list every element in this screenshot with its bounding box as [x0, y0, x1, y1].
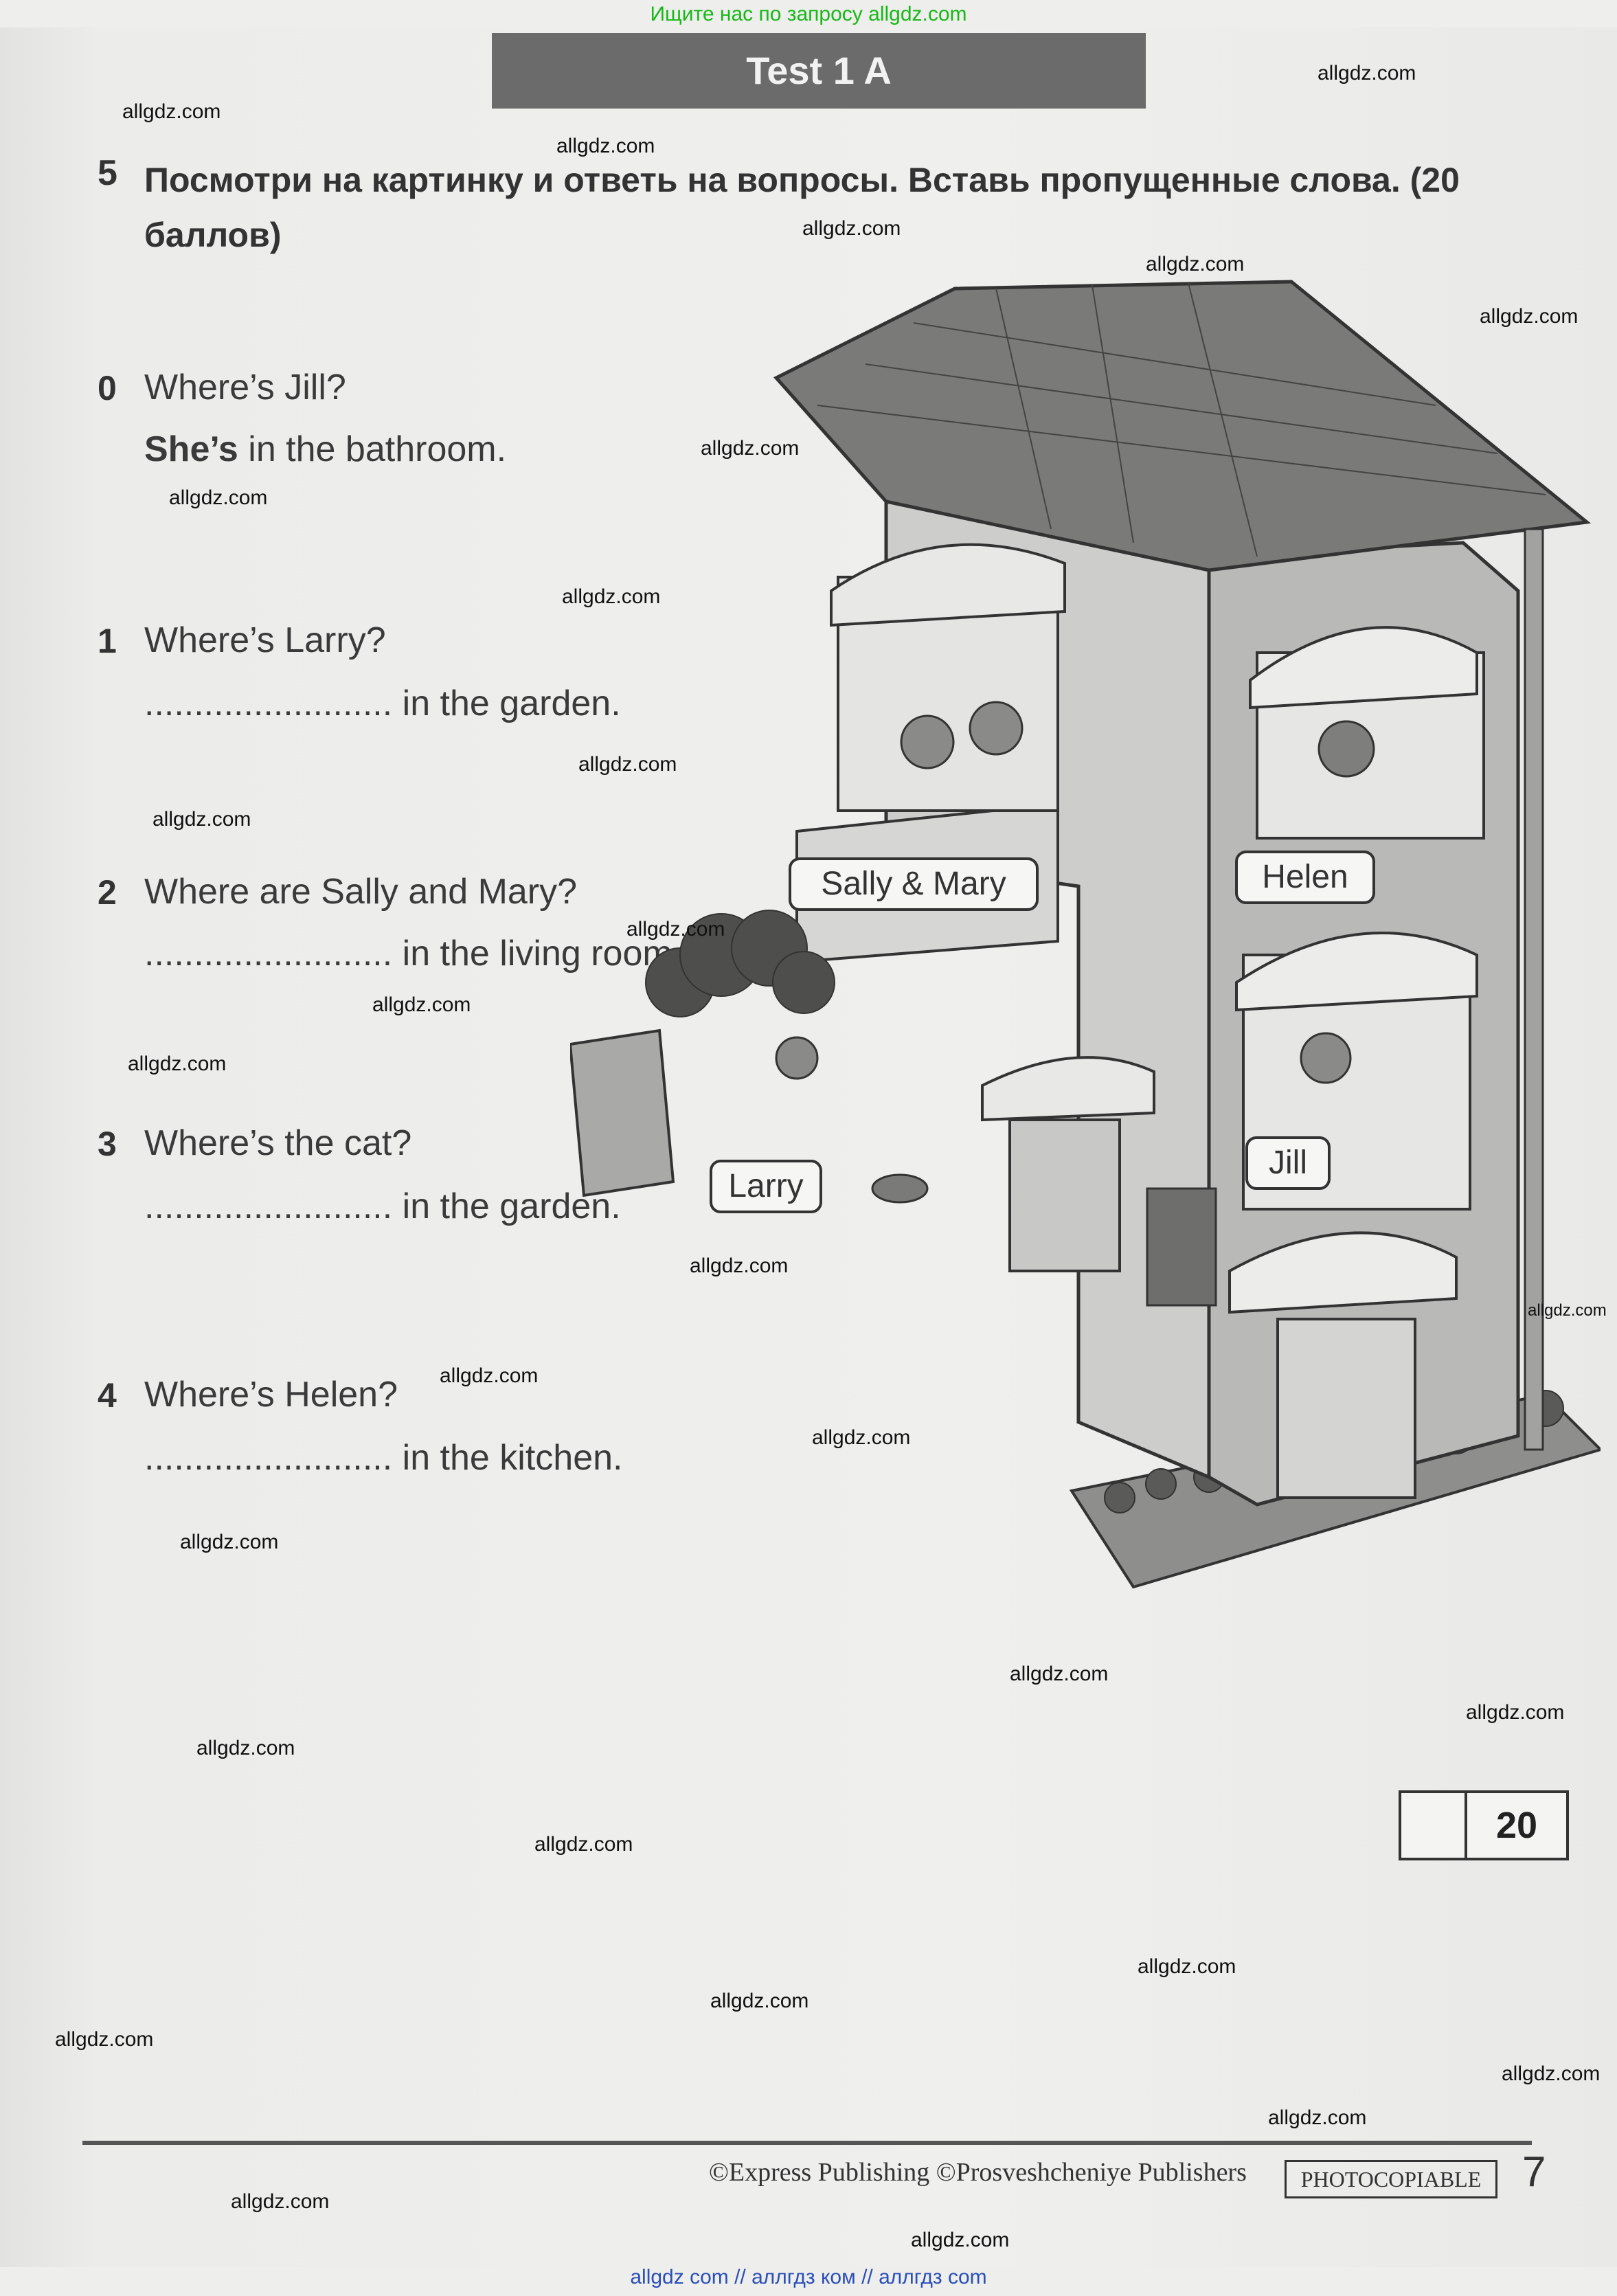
answer-blank[interactable]: ......................... — [144, 1186, 393, 1226]
label-sally-mary-text: Sally & Mary — [821, 866, 1006, 902]
label-jill-text: Jill — [1269, 1145, 1307, 1181]
watermark: allgdz.com — [578, 753, 677, 776]
watermark: allgdz.com — [690, 1254, 789, 1277]
watermark: allgdz.com — [562, 585, 661, 608]
house-illustration: Sally & Mary Helen Larry Jill — [570, 280, 1601, 1589]
answer-rest: in the garden. — [392, 684, 621, 723]
watermark: allgdz.com — [440, 1364, 539, 1387]
score-input-cell[interactable] — [1401, 1793, 1467, 1858]
watermark: allgdz.com — [1138, 1955, 1236, 1978]
watermark: allgdz.com — [1502, 2062, 1601, 2085]
watermark: allgdz.com — [196, 1737, 295, 1759]
watermark: allgdz.com — [626, 918, 725, 941]
question-text: Where are Sally and Mary? — [144, 872, 578, 912]
page-number: 7 — [1522, 2148, 1546, 2196]
watermark: allgdz.com — [556, 135, 655, 157]
watermark: allgdz.com — [1268, 2106, 1367, 2129]
question-number: 1 — [98, 622, 117, 660]
answer-line: ......................... in the kitchen… — [144, 1437, 623, 1478]
watermark: allgdz.com — [802, 217, 901, 240]
answer-rest: in the kitchen. — [392, 1438, 623, 1478]
watermark: allgdz.com — [152, 808, 251, 831]
watermark: allgdz.com — [169, 486, 268, 509]
score-box: 20 — [1399, 1790, 1569, 1860]
question-number: 3 — [98, 1125, 117, 1163]
label-sally-mary: Sally & Mary — [789, 857, 1039, 911]
answer-line: ......................... in the living … — [144, 933, 682, 974]
label-larry-text: Larry — [728, 1168, 803, 1204]
watermark: allgdz.com — [231, 2190, 330, 2213]
test-title: Test 1 A — [492, 33, 1146, 109]
question-text: Where’s the cat? — [144, 1123, 412, 1163]
watermark: allgdz.com — [128, 1053, 227, 1075]
bottom-site-links[interactable]: allgdz com // аллгдз ком // аллгдз com — [630, 2266, 987, 2288]
watermark: allgdz.com — [372, 993, 471, 1016]
task-instruction: Посмотри на картинку и ответь на вопросы… — [144, 161, 1460, 254]
question-number: 2 — [98, 873, 117, 912]
answer-blank[interactable]: ......................... — [144, 1438, 393, 1478]
watermark: allgdz.com — [911, 2229, 1010, 2251]
footer-rule — [82, 2141, 1532, 2145]
task-number: 5 — [98, 153, 117, 193]
label-helen: Helen — [1235, 851, 1375, 904]
label-jill: Jill — [1245, 1136, 1331, 1190]
watermark: allgdz.com — [55, 2028, 154, 2051]
watermark: allgdz.com — [1480, 305, 1579, 328]
watermark: allgdz.com — [1010, 1663, 1109, 1685]
watermark: allgdz.com — [812, 1426, 911, 1449]
answer-line: ......................... in the garden. — [144, 683, 621, 724]
answer-rest: in the bathroom. — [238, 429, 507, 469]
question-number: 0 — [98, 369, 117, 407]
watermark: allgdz.com — [1146, 253, 1245, 275]
question-text: Where’s Jill? — [144, 368, 346, 407]
answer-line: ......................... in the garden. — [144, 1186, 621, 1227]
footer-publishers: ©Express Publishing ©Prosveshcheniye Pub… — [709, 2158, 1247, 2187]
watermark: allgdz.com — [710, 1990, 809, 2012]
watermark: allgdz.com — [1528, 1301, 1607, 1320]
watermark: allgdz.com — [534, 1833, 633, 1856]
watermark: allgdz.com — [1466, 1701, 1565, 1724]
score-max: 20 — [1495, 1805, 1538, 1846]
question-text: Where’s Larry? — [144, 620, 386, 660]
top-search-link[interactable]: Ищите нас по запросу allgdz.com — [650, 3, 967, 25]
question-number: 4 — [98, 1376, 117, 1415]
answer-blank[interactable]: ......................... — [144, 684, 393, 723]
answer-word: She’s — [144, 429, 238, 469]
watermark: allgdz.com — [122, 100, 221, 123]
watermark: allgdz.com — [701, 437, 800, 460]
label-helen-text: Helen — [1262, 859, 1348, 895]
answer-line: She’s in the bathroom. — [144, 429, 506, 470]
watermark: allgdz.com — [180, 1531, 279, 1553]
photocopiable-badge: PHOTOCOPIABLE — [1285, 2160, 1497, 2198]
watermark: allgdz.com — [1318, 62, 1416, 85]
label-larry: Larry — [710, 1160, 822, 1213]
answer-rest: in the living room. — [392, 934, 683, 973]
question-text: Where’s Helen? — [144, 1375, 398, 1415]
answer-blank[interactable]: ......................... — [144, 934, 393, 973]
